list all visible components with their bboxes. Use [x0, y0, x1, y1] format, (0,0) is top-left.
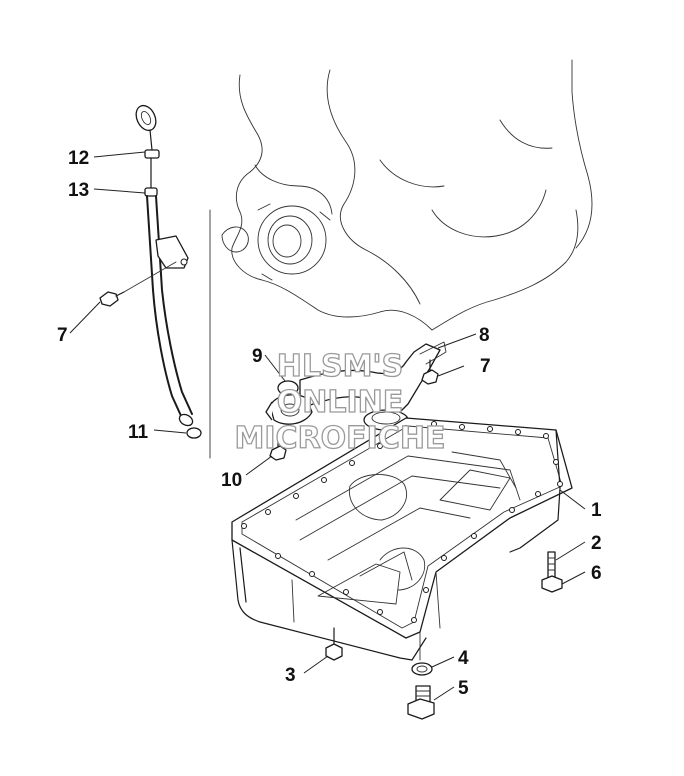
- callout-6: 6: [591, 563, 602, 584]
- callout-8: 8: [479, 325, 490, 346]
- strainer-gasket: [277, 380, 299, 396]
- stud-bolt: [547, 551, 556, 579]
- callout-3: 3: [285, 665, 296, 686]
- watermark-line-2: ONLINE: [277, 385, 404, 420]
- bolt-strainer-bracket: [421, 359, 439, 385]
- drain-plug-washer: [411, 662, 433, 676]
- callout-7-right: 7: [480, 356, 491, 377]
- callout-10: 10: [221, 470, 242, 491]
- bolt-dipstick-bracket: [99, 261, 177, 307]
- watermark-line-1: HLSM'S: [277, 349, 403, 384]
- callout-1: 1: [591, 500, 602, 521]
- oil-pan-bolt: [325, 627, 343, 661]
- dipstick: [135, 104, 160, 191]
- watermark-line-3: MICROFICHE: [235, 421, 446, 456]
- o-ring: [186, 427, 202, 439]
- callout-13: 13: [68, 180, 89, 201]
- callout-5: 5: [458, 678, 469, 699]
- engine-block-outline: [221, 59, 593, 331]
- callout-9: 9: [252, 346, 263, 367]
- dipstick-guide-tube: [144, 187, 194, 427]
- flange-nut: [541, 575, 563, 593]
- bolt-strainer: [269, 431, 287, 461]
- callout-7-left: 7: [57, 325, 68, 346]
- callout-11: 11: [128, 422, 149, 443]
- callout-4: 4: [458, 648, 469, 669]
- watermark: HLSM'S ONLINE MICROFICHE: [234, 348, 446, 456]
- callout-2: 2: [591, 533, 602, 554]
- callout-12: 12: [68, 148, 89, 169]
- leader-lines: [69, 151, 586, 701]
- drain-plug: [407, 685, 435, 720]
- callouts: 12 13 7 11 9 8 7 10 1 2 6 3 4 5: [57, 148, 602, 699]
- oil-pan: [231, 417, 573, 661]
